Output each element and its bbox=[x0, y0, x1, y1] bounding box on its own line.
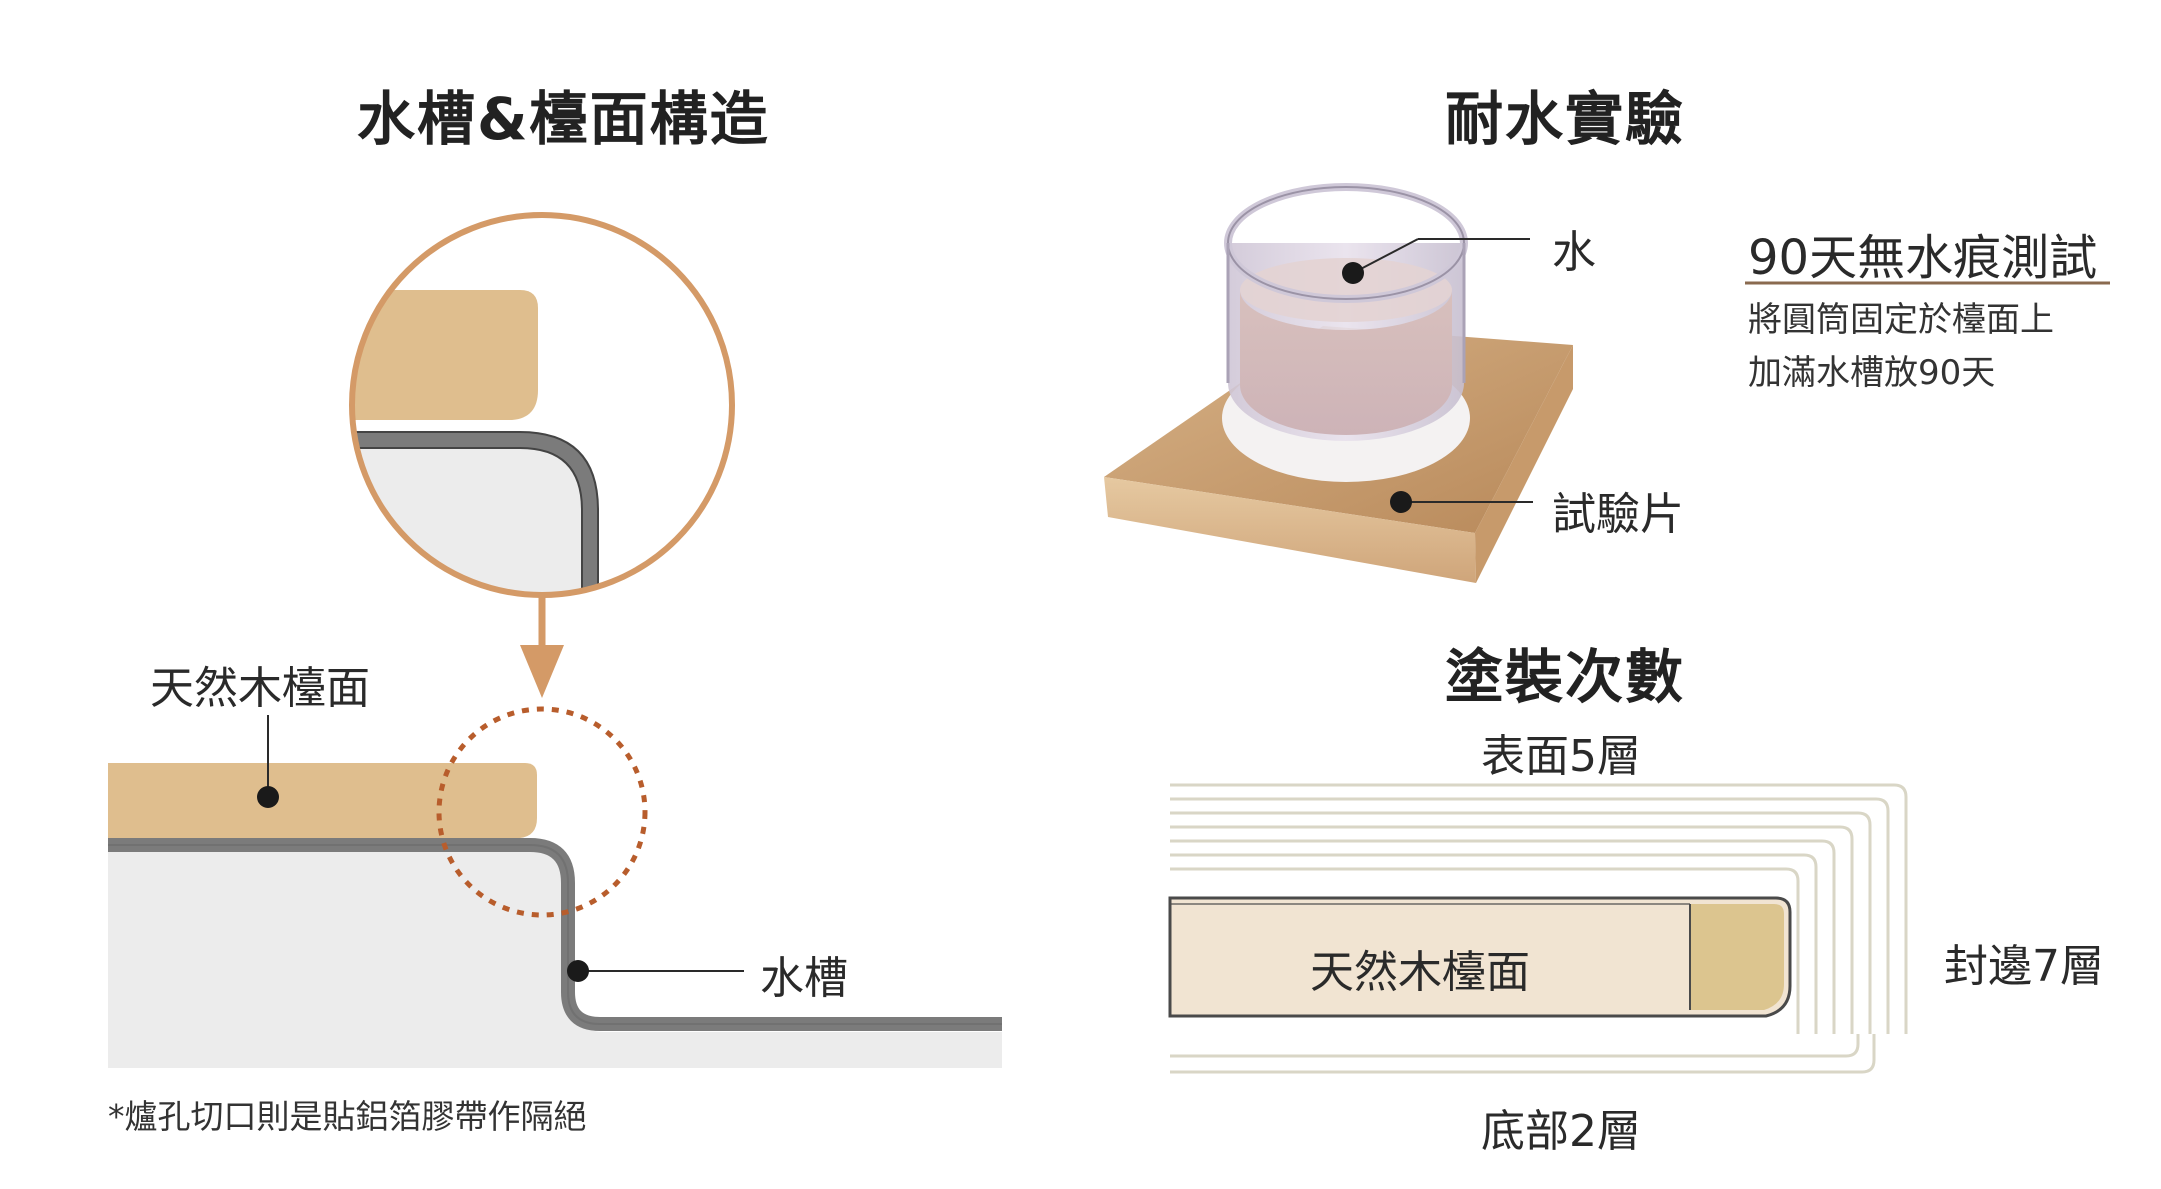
core-edge-band bbox=[1690, 904, 1784, 1010]
footnote: *爐孔切口則是貼鋁箔膠帶作隔絕 bbox=[108, 1097, 587, 1136]
coating-layers bbox=[1170, 783, 1908, 1074]
specimen-label: 試驗片 bbox=[1552, 489, 1684, 540]
test-title: 90天無水痕測試 bbox=[1748, 230, 2098, 286]
water-dot bbox=[1342, 262, 1364, 284]
bottom-layers-label: 底部2層 bbox=[1481, 1106, 1641, 1157]
sink-dot bbox=[567, 960, 589, 982]
countertop-dot bbox=[257, 786, 279, 808]
focus-dotted-circle bbox=[436, 706, 648, 918]
structure-title: 水槽&檯面構造 bbox=[357, 85, 770, 153]
zoom-detail bbox=[352, 215, 732, 595]
test-line-2: 加滿水槽放90天 bbox=[1748, 353, 1996, 393]
core-wood bbox=[1168, 896, 1792, 1018]
sink-label: 水槽 bbox=[760, 953, 848, 1004]
water-surface bbox=[1240, 258, 1452, 322]
water-test-title: 耐水實驗 bbox=[1445, 85, 1686, 153]
coating-title: 塗裝次數 bbox=[1445, 643, 1686, 711]
water-leader bbox=[1352, 238, 1419, 274]
countertop-wood bbox=[108, 763, 537, 838]
sink-basin-fill bbox=[108, 842, 1002, 1068]
countertop-label: 天然木檯面 bbox=[150, 663, 370, 714]
test-line-1: 將圓筒固定於檯面上 bbox=[1748, 300, 2054, 340]
water-label: 水 bbox=[1552, 227, 1596, 278]
top-layers-label: 表面5層 bbox=[1481, 731, 1641, 782]
sink-steel-rim bbox=[108, 838, 1002, 1031]
specimen-side bbox=[1475, 345, 1573, 583]
specimen-dot bbox=[1390, 491, 1412, 513]
zoom-arrow-head bbox=[520, 645, 564, 698]
edge-layers-label: 封邊7層 bbox=[1944, 941, 2104, 992]
core-label: 天然木檯面 bbox=[1310, 947, 1530, 998]
specimen-front bbox=[1104, 477, 1476, 583]
water-body bbox=[1240, 290, 1452, 435]
